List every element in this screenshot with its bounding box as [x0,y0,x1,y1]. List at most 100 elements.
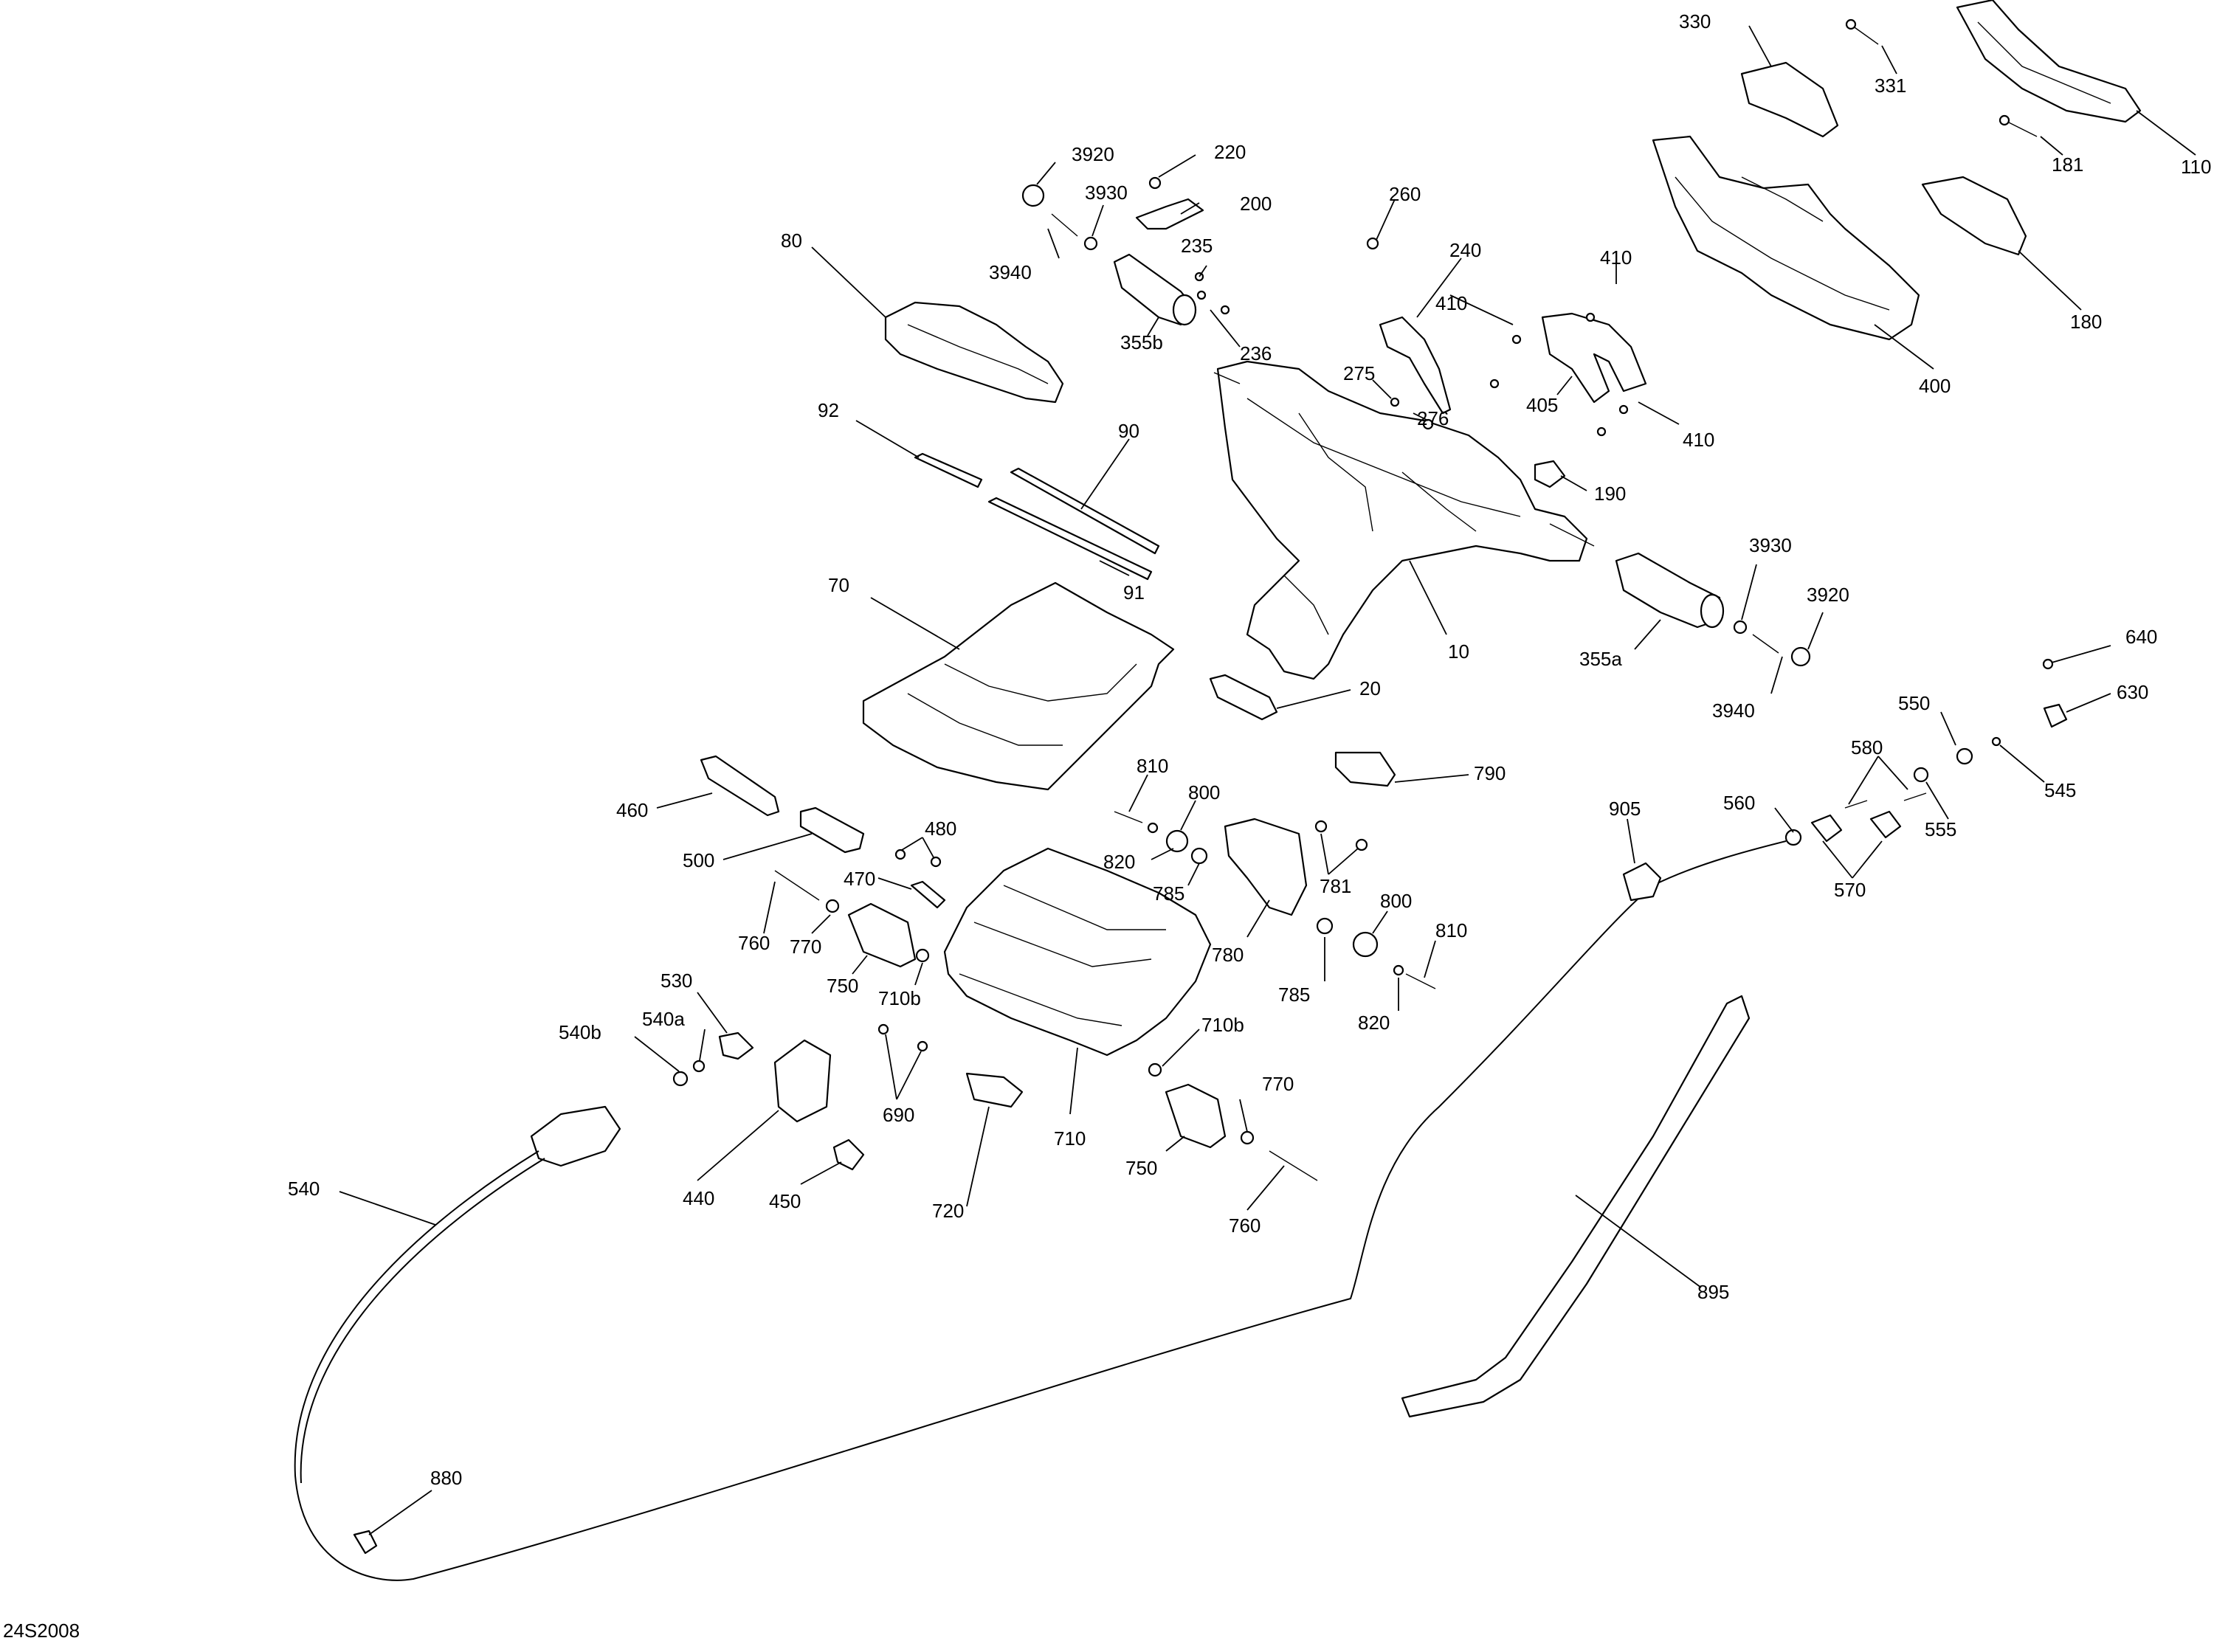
callout-690: 690 [883,1104,914,1126]
callout-820-a: 820 [1103,851,1135,873]
callout-10: 10 [1448,640,1469,663]
part-540-connector [530,1105,621,1167]
callout-92: 92 [818,399,839,421]
callout-545: 545 [2044,779,2076,801]
callout-70: 70 [828,574,849,596]
part-110-cover [1956,0,2142,123]
callout-550: 550 [1898,692,1930,714]
callout-780: 780 [1212,944,1244,966]
callout-220: 220 [1214,141,1246,163]
callout-710b-b: 710b [1201,1014,1244,1036]
callout-800-a: 800 [1188,781,1220,803]
callout-770-a: 770 [790,936,821,958]
callout-110: 110 [2181,156,2211,178]
part-330-cover [1740,61,1839,138]
part-720 [965,1072,1024,1108]
part-240-lever [1379,316,1452,415]
callout-440: 440 [683,1187,714,1209]
callout-460: 460 [616,799,648,821]
part-20-band [1209,674,1278,721]
callout-410-b: 410 [1600,246,1632,269]
part-405-bracket [1541,312,1647,404]
callout-90: 90 [1118,420,1139,442]
callout-540: 540 [288,1178,320,1200]
part-70-tray [862,581,1175,791]
callout-720: 720 [932,1200,964,1222]
callout-400: 400 [1919,375,1951,397]
callout-800-b: 800 [1380,890,1412,912]
callout-3930-a: 3930 [1085,182,1128,204]
callout-810-a: 810 [1137,755,1168,777]
part-750a-sleeve [847,902,917,968]
callout-820-b: 820 [1358,1012,1390,1034]
callout-470: 470 [844,868,875,890]
callout-580: 580 [1851,736,1883,758]
callout-500: 500 [683,849,714,871]
callout-181: 181 [2052,153,2083,176]
callout-570: 570 [1834,879,1866,901]
callout-785-a: 785 [1153,882,1184,905]
callout-530: 530 [661,970,692,992]
callout-770-b: 770 [1262,1073,1294,1095]
callout-labels: 110 181 330 331 180 400 410 410 410 405 … [288,10,2211,1489]
callout-905: 905 [1609,798,1641,820]
parts-layer [294,0,2142,1581]
callout-240: 240 [1449,239,1481,261]
callout-560: 560 [1723,792,1755,814]
callout-236: 236 [1240,342,1272,364]
part-460-switch [700,755,780,817]
part-200-lever [1135,198,1204,230]
part-540-cable [294,840,1787,1581]
callout-20: 20 [1359,677,1381,699]
callout-540a: 540a [642,1008,685,1030]
callout-410-a: 410 [1435,292,1467,314]
callout-880: 880 [430,1467,462,1489]
callout-80: 80 [781,229,802,252]
callout-91: 91 [1123,581,1145,604]
drawing-reference-code: 24S2008 [3,1620,80,1642]
callout-781: 781 [1320,875,1351,897]
callout-450: 450 [769,1190,801,1212]
callout-3940-a: 3940 [989,261,1032,283]
callout-3930-b: 3930 [1749,534,1792,556]
callout-790: 790 [1474,762,1506,784]
callout-555: 555 [1925,818,1956,840]
callout-405: 405 [1526,394,1558,416]
callout-410-c: 410 [1683,429,1714,451]
part-90-rail [1010,467,1160,555]
callout-480: 480 [925,818,956,840]
part-180-cover [1921,176,2027,256]
part-790 [1334,751,1396,787]
callout-750-a: 750 [827,975,858,997]
part-500-module [799,806,865,854]
callout-710b-a: 710b [878,987,921,1009]
callout-810-b: 810 [1435,919,1467,941]
callout-180: 180 [2070,311,2102,333]
callout-3940-b: 3940 [1712,699,1755,722]
callout-276: 276 [1417,407,1449,429]
part-895-tube [1401,995,1751,1418]
part-91-rail [987,497,1153,581]
callout-760-b: 760 [1229,1214,1261,1237]
callout-760-a: 760 [738,932,770,954]
callout-3920-b: 3920 [1807,584,1849,606]
part-780 [1224,818,1308,916]
callout-640: 640 [2125,626,2157,648]
part-92-rail [914,452,983,488]
callout-330: 330 [1679,10,1711,32]
callout-235: 235 [1181,235,1213,257]
callout-200: 200 [1240,193,1272,215]
part-750b-sleeve [1165,1083,1227,1149]
callout-190: 190 [1594,483,1626,505]
callout-331: 331 [1875,75,1906,97]
callout-710: 710 [1054,1127,1086,1150]
callout-355a: 355a [1579,648,1622,670]
callout-355b: 355b [1120,331,1163,353]
callout-750-b: 750 [1125,1157,1157,1179]
callout-630: 630 [2117,681,2148,703]
callout-260: 260 [1389,183,1421,205]
callout-895: 895 [1697,1281,1729,1303]
part-710-housing [943,847,1212,1057]
callout-275: 275 [1343,362,1375,384]
